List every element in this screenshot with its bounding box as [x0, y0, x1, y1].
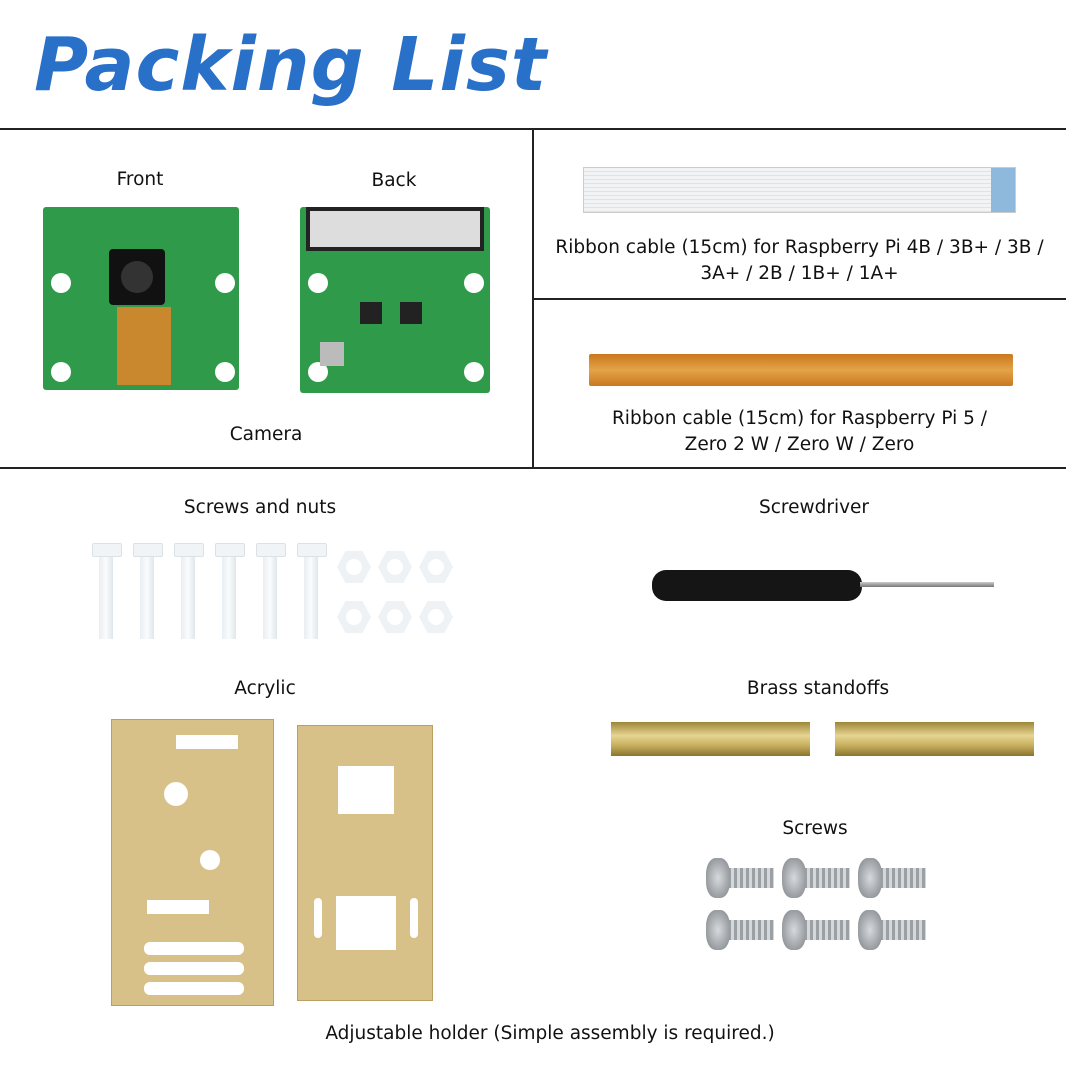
camera-back-image	[300, 207, 490, 393]
ribbon-cable-orange-image	[589, 354, 1013, 386]
acrylic-plate-large-image	[111, 719, 274, 1006]
screwdriver-caption: Screwdriver	[758, 497, 870, 518]
brass-standoffs-caption: Brass standoffs	[746, 678, 890, 699]
divider	[0, 467, 1066, 469]
ribbon-cable-2-caption-line1: Ribbon cable (15cm) for Raspberry Pi 5 /	[611, 408, 988, 429]
acrylic-plate-small-image	[297, 725, 433, 1001]
adjustable-holder-caption: Adjustable holder (Simple assembly is re…	[325, 1023, 775, 1044]
camera-front-image	[43, 207, 239, 390]
back-label: Back	[371, 170, 417, 191]
ribbon-cable-1-caption-line1: Ribbon cable (15cm) for Raspberry Pi 4B …	[555, 237, 1044, 258]
acrylic-caption: Acrylic	[234, 678, 296, 699]
ribbon-cable-1-caption-line2: 3A+ / 2B / 1B+ / 1A+	[700, 263, 899, 284]
divider	[533, 298, 1066, 300]
ribbon-cable-2-caption-line2: Zero 2 W / Zero W / Zero	[684, 434, 915, 455]
screws-and-nuts-caption: Screws and nuts	[183, 497, 337, 518]
screws-caption: Screws	[782, 818, 848, 839]
page-title: Packing List	[34, 22, 548, 108]
camera-caption: Camera	[229, 424, 303, 445]
divider	[532, 128, 534, 468]
ribbon-cable-white-image	[583, 167, 1016, 213]
front-label: Front	[116, 169, 164, 190]
